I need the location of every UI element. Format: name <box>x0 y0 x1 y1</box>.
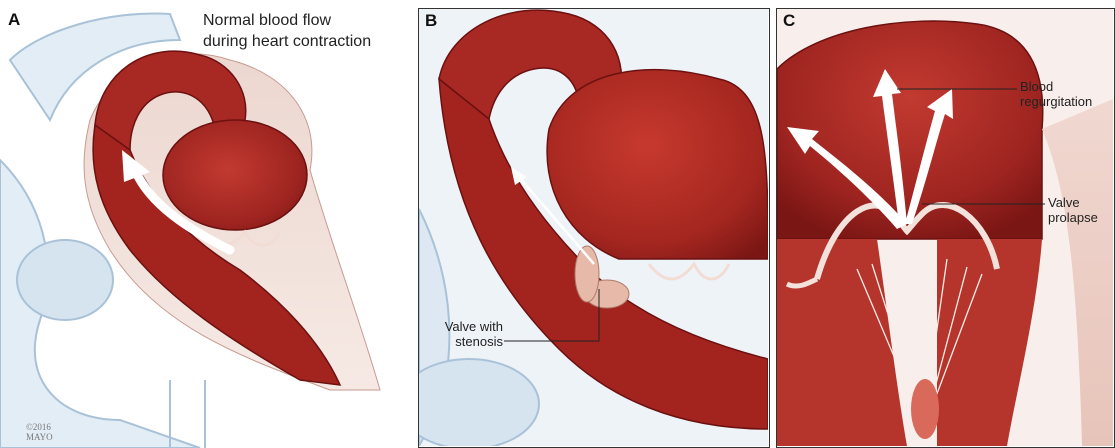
label-valve-stenosis: Valve with stenosis <box>425 319 503 349</box>
panel-letter-a: A <box>8 10 20 30</box>
label-line-1: Valve with <box>425 319 503 334</box>
label-line-1: Valve <box>1048 195 1098 210</box>
caption-line-2: during heart contraction <box>203 31 371 52</box>
label-valve-prolapse: Valve prolapse <box>1048 195 1098 225</box>
label-line-2: regurgitation <box>1020 94 1092 109</box>
panel-letter-c: C <box>783 11 795 31</box>
label-line-2: stenosis <box>425 334 503 349</box>
heart-illustration-normal <box>0 0 418 448</box>
label-line-1: Blood <box>1020 79 1092 94</box>
pale-vessel-lines <box>170 380 205 448</box>
caption-line-1: Normal blood flow <box>203 10 371 31</box>
panel-c: C Blood regurgitation Valve prolapse <box>776 8 1115 448</box>
copyright-year: ©2016 <box>26 422 53 432</box>
papillary-muscle <box>911 379 939 439</box>
left-atrium <box>547 70 768 259</box>
heart-illustration-stenosis <box>419 9 768 446</box>
pale-chamber <box>17 240 113 320</box>
left-atrium <box>163 120 307 230</box>
panel-a: A Normal blood flow during heart contrac… <box>0 0 418 448</box>
panel-b: B Valve with stenosis <box>418 8 770 448</box>
panel-letter-b: B <box>425 11 437 31</box>
copyright-notice: ©2016 MAYO <box>26 422 53 442</box>
copyright-owner: MAYO <box>26 432 53 442</box>
heart-illustration-prolapse <box>777 9 1113 446</box>
label-line-2: prolapse <box>1048 210 1098 225</box>
label-blood-regurgitation: Blood regurgitation <box>1020 79 1092 109</box>
caption-normal-flow: Normal blood flow during heart contracti… <box>203 10 371 52</box>
